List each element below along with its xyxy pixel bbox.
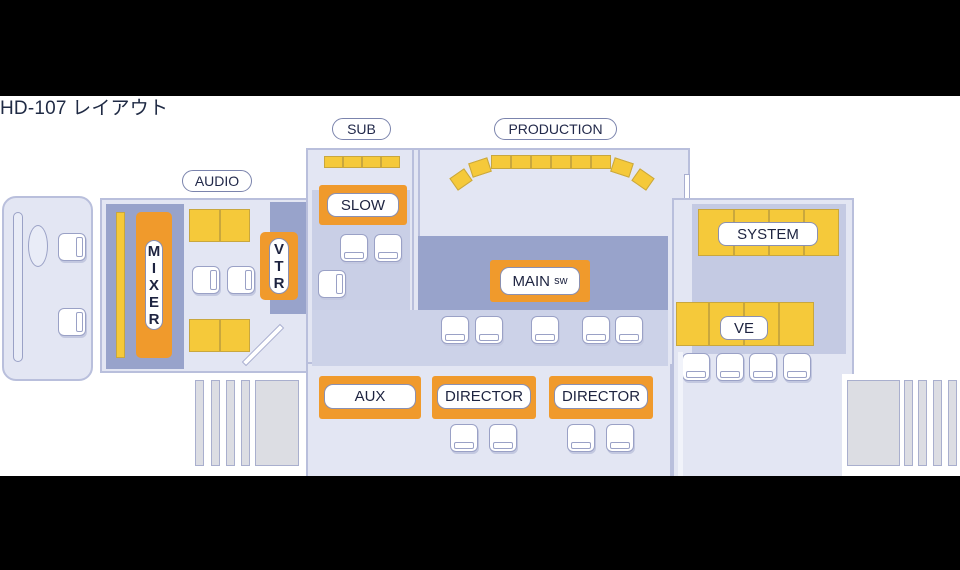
chair	[318, 270, 346, 298]
chair	[582, 316, 610, 344]
rack	[847, 380, 900, 466]
table	[28, 225, 48, 267]
rack	[933, 380, 942, 466]
monitor	[220, 209, 250, 242]
rack	[241, 380, 250, 466]
monitor	[189, 209, 220, 242]
rack	[918, 380, 927, 466]
area-label-production: PRODUCTION	[494, 118, 617, 140]
rack	[211, 380, 220, 466]
monitor	[324, 156, 343, 168]
chair	[192, 266, 220, 294]
audio-room: M I X E R V T R	[100, 198, 308, 373]
vtr-label: V T R	[269, 238, 289, 294]
monitor	[531, 155, 551, 169]
chair	[615, 316, 643, 344]
booth-room	[2, 196, 93, 381]
monitor-strip	[116, 212, 125, 358]
chair	[340, 234, 368, 262]
chair	[450, 424, 478, 452]
sofa	[13, 212, 23, 362]
monitor	[381, 156, 400, 168]
chair	[682, 353, 710, 381]
chair	[567, 424, 595, 452]
director-label-1: DIRECTOR	[437, 384, 531, 409]
partition	[678, 352, 683, 476]
rack	[226, 380, 235, 466]
monitor	[362, 156, 381, 168]
chair	[783, 353, 811, 381]
chair	[227, 266, 255, 294]
director-label-2: DIRECTOR	[554, 384, 648, 409]
ve-label: VE	[720, 316, 768, 340]
chair	[531, 316, 559, 344]
main-sw-label: MAIN sw	[500, 267, 580, 295]
chair	[489, 424, 517, 452]
monitor	[511, 155, 531, 169]
rack	[904, 380, 913, 466]
rack-monitor	[676, 302, 709, 346]
chair	[58, 233, 86, 261]
monitor	[220, 319, 250, 352]
chair	[58, 308, 86, 336]
sub-room: SLOW	[306, 148, 414, 364]
chair	[441, 316, 469, 344]
area-label-audio: AUDIO	[182, 170, 252, 192]
rack	[195, 380, 204, 466]
aux-label: AUX	[324, 384, 416, 409]
rack-monitor	[779, 302, 814, 346]
monitor	[591, 155, 611, 169]
monitor	[343, 156, 362, 168]
chair	[606, 424, 634, 452]
monitor	[491, 155, 511, 169]
monitor	[551, 155, 571, 169]
chair	[374, 234, 402, 262]
monitor	[571, 155, 591, 169]
chair	[716, 353, 744, 381]
monitor	[189, 319, 220, 352]
system-label: SYSTEM	[718, 222, 818, 246]
rack	[948, 380, 957, 466]
rack	[255, 380, 299, 466]
layout-diagram: HD-107 レイアウト AUDIO SUB PRODUCTION M I X …	[0, 96, 960, 476]
page-title: HD-107 レイアウト	[0, 98, 169, 119]
chair	[749, 353, 777, 381]
system-room: SYSTEM VE	[672, 198, 854, 476]
chair	[475, 316, 503, 344]
slow-label: SLOW	[327, 193, 399, 217]
area-label-sub: SUB	[332, 118, 391, 140]
mixer-label: M I X E R	[145, 240, 163, 330]
